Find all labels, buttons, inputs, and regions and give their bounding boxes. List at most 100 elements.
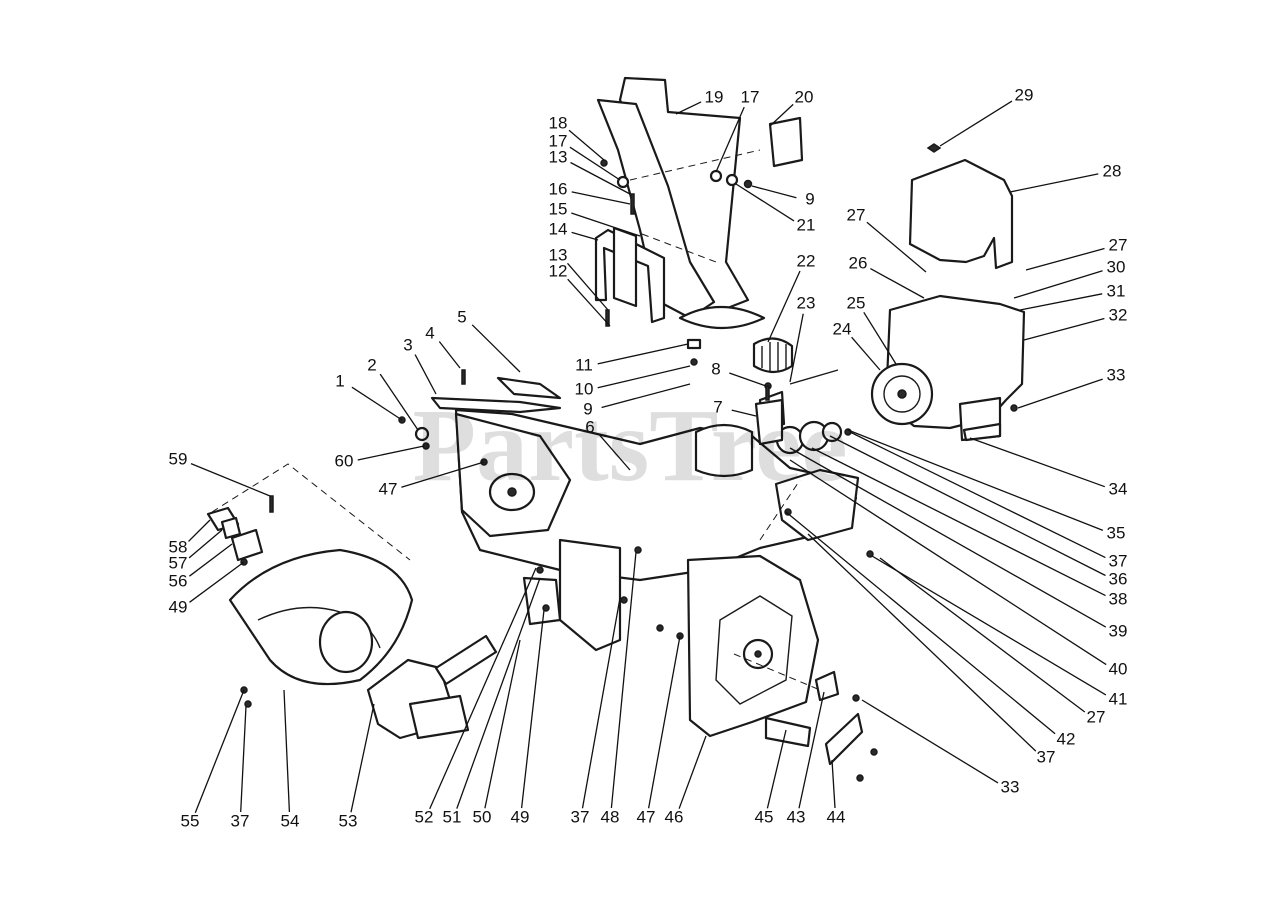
leader-line-c9a [601,383,691,409]
housing-chute-opening [694,423,754,478]
callout-c28: 28 [1103,161,1122,180]
leader-line-c30 [1013,270,1103,299]
leader-line-c6 [599,434,631,471]
leader-line-c53 [350,703,375,813]
callout-c20: 20 [795,87,814,106]
drive-bracket-7 [754,398,784,446]
callout-c26: 26 [849,253,868,272]
leader-line-c48 [610,551,637,809]
callout-c30: 30 [1107,257,1126,276]
callout-c42: 42 [1057,729,1076,748]
leader-line-c60 [357,445,425,461]
auger-spiral [318,610,374,674]
callout-c24: 24 [833,319,852,338]
housing-belt-guard [774,468,860,542]
callout-c44: 44 [827,807,846,826]
callout-c60: 60 [335,451,354,470]
leader-line-c18 [568,129,605,161]
leader-line-c27a [866,221,927,273]
callout-c13a: 13 [549,245,568,264]
callout-c53: 53 [339,811,358,830]
leader-line-c27b [1025,247,1105,271]
leader-line-c3 [414,354,437,395]
callout-c15: 15 [549,199,568,218]
leader-line-c1 [351,386,403,421]
callout-c43: 43 [787,807,806,826]
auger-shaft-tube [434,634,498,686]
chute-bottom-ring [678,305,766,330]
callout-c16: 16 [549,179,568,198]
callout-c9b: 9 [805,189,814,208]
leader-line-c35 [847,429,1104,532]
callout-c37b: 37 [1037,747,1056,766]
leader-line-c22 [767,270,801,343]
discharge-chute-assembly [594,76,804,366]
leader-line-c24 [851,336,881,371]
callout-c37d: 37 [231,811,250,830]
leader-line-c25 [863,311,897,365]
leader-line-c12 [567,278,611,327]
callout-c38: 38 [1109,589,1128,608]
housing-front-skirt [558,538,622,652]
leader-line-c26 [870,268,925,299]
engine-assembly [870,143,1026,442]
leader-line-c47b [647,635,681,809]
callout-c12: 12 [549,261,568,280]
leader-line-c36 [829,435,1106,577]
callout-c5: 5 [457,307,466,326]
leader-line-c49b [520,609,545,809]
leader-line-c37c [581,597,621,809]
leader-line-c56 [189,543,233,577]
callout-c9a: 9 [583,399,592,418]
callout-c51: 51 [443,807,462,826]
leader-line-c27c [879,557,1086,713]
callout-c35: 35 [1107,523,1126,542]
callout-c31: 31 [1107,281,1126,300]
callout-c33a: 33 [1107,365,1126,384]
callout-c34: 34 [1109,479,1128,498]
leader-line-c37a [849,431,1106,559]
callout-c48: 48 [601,807,620,826]
callout-c23: 23 [797,293,816,312]
callout-c10: 10 [575,379,594,398]
callout-c27a: 27 [847,205,866,224]
callout-c56: 56 [169,571,188,590]
callout-c6: 6 [585,417,594,436]
callout-c33b: 33 [1001,777,1020,796]
leader-line-c57 [188,529,223,559]
scraper-bar [430,396,562,414]
bearing-flange-56 [230,528,264,562]
callout-c17a: 17 [549,131,568,150]
leader-line-c52 [429,567,537,810]
callout-c32: 32 [1109,305,1128,324]
skid-shoe [522,576,562,626]
callout-c47b: 47 [637,807,656,826]
callout-c45: 45 [755,807,774,826]
callout-c27c: 27 [1087,707,1106,726]
callout-c57: 57 [169,553,188,572]
leader-line-c31 [1019,293,1103,311]
engine-shroud [908,158,1014,270]
leader-line-c55 [194,689,245,813]
callout-c37c: 37 [571,807,590,826]
leader-line-c13a [567,262,609,311]
leader-line-c32 [1023,317,1105,341]
mount-plate-34 [962,422,1002,442]
callout-c7: 7 [713,397,722,416]
callout-c46: 46 [665,807,684,826]
leader-line-c44 [831,759,836,809]
callout-c25: 25 [847,293,866,312]
bearing-57 [220,516,242,540]
skid-43 [814,670,840,702]
callout-c54: 54 [281,811,300,830]
leader-line-c42 [785,511,1056,735]
callout-c13b: 13 [549,147,568,166]
skid-plate-44 [824,712,864,766]
callout-c49b: 49 [511,807,530,826]
leader-line-c33b [861,699,999,784]
leader-line-c50 [484,639,521,809]
callout-c37a: 37 [1109,551,1128,570]
leader-line-c10 [597,365,691,389]
leader-line-c45 [766,729,787,809]
